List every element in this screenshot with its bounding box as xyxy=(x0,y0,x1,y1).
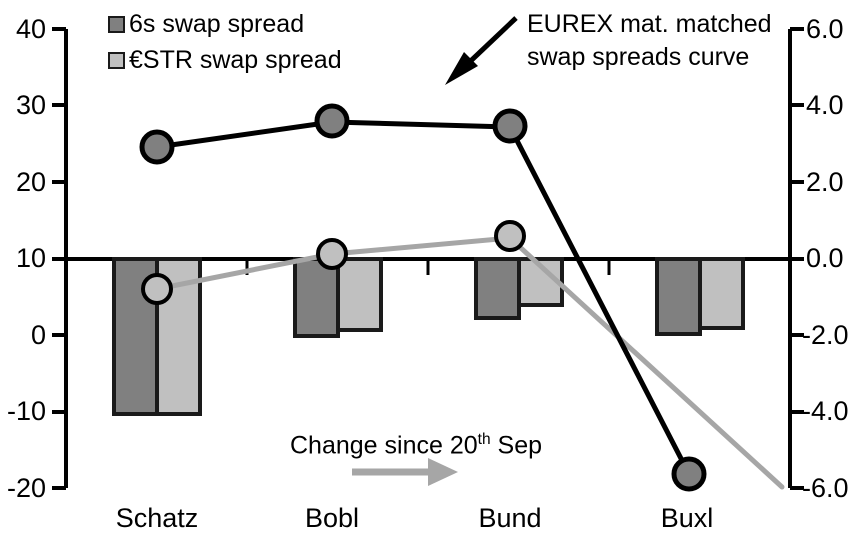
x-axis-label-schatz: Schatz xyxy=(115,503,199,533)
axis-left xyxy=(52,27,68,490)
bar-bund-6s-swap-spread[interactable] xyxy=(474,257,521,320)
y-axis-left-tick-minus20: -20 xyxy=(6,473,46,503)
legend-label-estr-swap-spread: €STR swap spread xyxy=(129,46,342,74)
y-axis-left-tick-40: 40 xyxy=(15,14,46,44)
annotation-change-suffix: Sep xyxy=(490,431,543,460)
axis-right xyxy=(788,27,804,490)
bar-group-bund xyxy=(474,257,564,320)
marker-eurex-bund[interactable] xyxy=(492,108,528,144)
y-axis-left-tick-minus10: -10 xyxy=(6,396,46,426)
y-axis-right-tick-4: 4.0 xyxy=(806,90,844,120)
line-change-since-20-sep[interactable] xyxy=(154,235,785,490)
bar-buxl-6s-swap-spread[interactable] xyxy=(655,257,702,336)
annotation-change-prefix: Change since 20 xyxy=(290,431,478,460)
y-axis-left-tick-0: 0 xyxy=(30,320,46,350)
legend-item-estr-swap-spread[interactable]: €STR swap spread xyxy=(108,48,342,73)
bar-buxl-estr-swap-spread[interactable] xyxy=(698,257,745,330)
legend-item-6s-swap-spread[interactable]: 6s swap spread xyxy=(108,12,304,37)
legend-label-6s-swap-spread: 6s swap spread xyxy=(129,10,305,38)
annotation-change-superscript: th xyxy=(477,431,491,448)
line-eurex-mat-matched-swap-spreads[interactable] xyxy=(154,119,692,477)
change-direction-arrow-icon xyxy=(352,458,458,486)
y-axis-left-tick-30: 30 xyxy=(15,90,46,120)
x-axis-label-bund: Bund xyxy=(478,503,542,533)
marker-change-schatz[interactable] xyxy=(141,273,173,305)
bar-group-schatz xyxy=(112,257,202,416)
marker-eurex-schatz[interactable] xyxy=(139,129,175,165)
bar-bobl-6s-swap-spread[interactable] xyxy=(293,257,340,338)
bar-bobl-estr-swap-spread[interactable] xyxy=(336,257,383,332)
x-axis-ticks xyxy=(64,259,792,275)
marker-change-bund[interactable] xyxy=(494,220,526,252)
x-axis-label-bobl: Bobl xyxy=(304,503,360,533)
y-axis-right-tick-minus6: -6.0 xyxy=(802,473,849,503)
bar-group-buxl xyxy=(655,257,745,336)
annotation-change-since: Change since 20th Sep xyxy=(290,432,542,458)
bar-group-bobl xyxy=(293,257,383,338)
y-axis-right-tick-minus4: -4.0 xyxy=(802,396,849,426)
marker-eurex-buxl[interactable] xyxy=(671,456,707,492)
y-axis-right-tick-0: 0.0 xyxy=(806,243,844,273)
x-axis-label-buxl: Buxl xyxy=(660,503,714,533)
marker-eurex-bobl[interactable] xyxy=(314,103,350,139)
markers-change-since-20-sep xyxy=(141,220,526,305)
markers-eurex-curve xyxy=(139,103,707,492)
marker-change-bobl[interactable] xyxy=(316,238,348,270)
annotation-eurex-curve-line1: EUREX mat. matched xyxy=(527,10,772,38)
annotation-eurex-curve-line2: swap spreads curve xyxy=(527,43,750,71)
y-axis-right-tick-minus2: -2.0 xyxy=(802,320,849,350)
legend-swatch-estr-swap-spread xyxy=(108,52,125,69)
y-axis-right-tick-6: 6.0 xyxy=(806,14,844,44)
y-axis-right-tick-2: 2.0 xyxy=(806,167,844,197)
y-axis-left-tick-20: 20 xyxy=(15,167,46,197)
y-axis-left-tick-10: 10 xyxy=(15,243,46,273)
annotation-arrow-icon xyxy=(445,16,518,85)
legend-swatch-6s-swap-spread xyxy=(108,16,125,33)
